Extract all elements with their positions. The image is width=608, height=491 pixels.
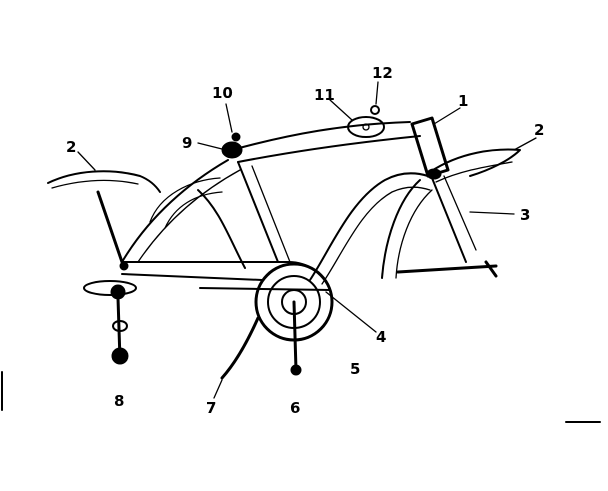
- front-axle-end: [484, 260, 498, 278]
- rear-hub-top: [119, 261, 129, 271]
- front-fork: [431, 177, 467, 263]
- chain-stay-lower: [121, 273, 263, 281]
- top-tube: [231, 121, 411, 151]
- front-axle-bar: [396, 264, 498, 274]
- horn-tank-cap: [362, 123, 370, 131]
- seat-stay-inner: [137, 169, 241, 263]
- rear-fender: [47, 170, 161, 193]
- axle-nut: [111, 347, 129, 365]
- rear-fender-strut: [96, 190, 124, 264]
- leader-1: [433, 107, 461, 125]
- leader-2b: [513, 137, 537, 151]
- callout-3: 3: [520, 206, 530, 224]
- rear-fender-under: [51, 179, 139, 189]
- callout-7: 7: [206, 399, 216, 417]
- leader-7: [213, 379, 223, 399]
- callout-1: 1: [458, 92, 468, 110]
- front-wheel-arc-inner: [395, 189, 433, 279]
- down-tube: [197, 189, 246, 269]
- seat-clamp: [221, 141, 243, 159]
- horn-tank: [347, 116, 385, 138]
- front-wheel-arc: [381, 179, 421, 279]
- tank-screw: [370, 105, 380, 115]
- kickstand: [220, 316, 260, 380]
- callout-9: 9: [182, 134, 192, 152]
- callout-2b: 2: [534, 121, 544, 139]
- callout-10: 10: [212, 84, 233, 102]
- top-tube-lower: [237, 135, 421, 163]
- callout-2a: 2: [66, 138, 76, 156]
- callout-11: 11: [314, 86, 335, 104]
- rear-hub: [83, 280, 137, 296]
- head-tube: [410, 116, 450, 178]
- callout-4: 4: [376, 328, 386, 346]
- seat-tube-inner: [251, 165, 291, 263]
- leader-12: [375, 81, 379, 105]
- callout-8: 8: [114, 392, 124, 410]
- seat-tube: [237, 161, 279, 263]
- callout-6: 6: [290, 399, 300, 417]
- crank-arm: [292, 300, 298, 372]
- leader-2a: [77, 151, 96, 171]
- front-fender-under: [435, 161, 513, 183]
- callout-12: 12: [372, 64, 393, 82]
- axle-washer: [112, 320, 128, 332]
- seat-stay: [121, 159, 229, 263]
- leader-3: [469, 211, 515, 215]
- leader-9: [197, 142, 227, 151]
- callout-5: 5: [350, 360, 360, 378]
- crank-pin: [290, 364, 302, 376]
- leader-10: [225, 103, 233, 133]
- rear-wheel-arc: [149, 177, 221, 223]
- down-tube-curve-inner: [321, 186, 431, 285]
- rear-wheel-arc-inner: [164, 191, 223, 229]
- leader-11: [329, 99, 353, 121]
- front-fender: [429, 148, 521, 177]
- down-tube-curve: [309, 172, 429, 281]
- head-clamp: [426, 168, 442, 180]
- leader-4: [325, 291, 377, 333]
- front-fork-inner: [443, 175, 477, 251]
- seat-clamp-bolt: [231, 132, 241, 142]
